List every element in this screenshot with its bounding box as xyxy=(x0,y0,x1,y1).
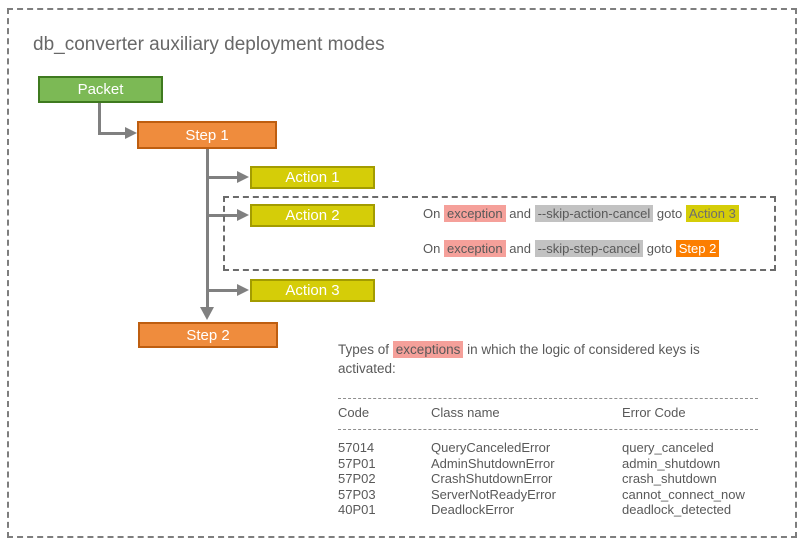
rule-skip-step-cancel: On exception and --skip-step-cancel goto… xyxy=(423,240,720,257)
node-packet-label: Packet xyxy=(77,81,124,98)
cell-code: 57P02 xyxy=(338,471,376,486)
exception-rules-group xyxy=(223,196,776,271)
table-row: 57014 QueryCanceledError query_canceled xyxy=(338,440,758,456)
node-action1: Action 1 xyxy=(250,166,375,189)
table-divider-bottom xyxy=(338,429,758,430)
connector-packet-vertical xyxy=(98,103,101,134)
table-row: 57P02 CrashShutdownError crash_shutdown xyxy=(338,471,758,487)
arrowhead-to-step1 xyxy=(125,127,137,139)
arrowhead-to-action3 xyxy=(237,284,249,296)
rule1-exception-highlight: exception xyxy=(443,205,506,222)
cell-class-name: ServerNotReadyError xyxy=(431,486,556,502)
node-step1-label: Step 1 xyxy=(185,126,229,144)
cell-class-name: DeadlockError xyxy=(431,502,515,517)
rule2-on: On xyxy=(423,241,441,256)
node-action3-label: Action 3 xyxy=(285,282,340,299)
rule1-target-highlight: Action 3 xyxy=(685,205,739,222)
connector-packet-horizontal xyxy=(98,132,126,135)
rule2-flag-highlight: --skip-step-cancel xyxy=(534,240,644,257)
rule1-and: and xyxy=(509,206,531,221)
diagram-title: db_converter auxiliary deployment modes xyxy=(33,34,385,55)
connector-branch-action3 xyxy=(206,289,238,292)
table-body: 57014 QueryCanceledError query_canceled … xyxy=(338,440,758,518)
note-suffix: in which the logic of considered keys is xyxy=(467,342,700,357)
table-header-row: Code Class name Error Code xyxy=(338,405,758,422)
rule-skip-action-cancel: On exception and --skip-action-cancel go… xyxy=(423,205,739,222)
node-action2: Action 2 xyxy=(250,204,375,227)
rule2-goto: goto xyxy=(646,241,673,256)
connector-branch-action1 xyxy=(206,176,238,179)
cell-class-name: CrashShutdownError xyxy=(431,471,553,486)
arrowhead-to-action2 xyxy=(237,209,249,221)
cell-code: 57P03 xyxy=(338,486,376,502)
connector-branch-action2 xyxy=(206,214,238,217)
table-header-error-code: Error Code xyxy=(622,405,686,420)
table-row: 57P03 ServerNotReadyError cannot_connect… xyxy=(338,487,758,503)
node-action1-label: Action 1 xyxy=(285,169,340,186)
cell-code: 57014 xyxy=(338,440,375,455)
rule2-target-highlight: Step 2 xyxy=(675,240,720,257)
note-line2: activated: xyxy=(338,361,396,376)
table-row: 57P01 AdminShutdownError admin_shutdown xyxy=(338,456,758,472)
node-step2: Step 2 xyxy=(138,322,278,348)
table-header-class-name: Class name xyxy=(431,405,500,420)
arrowhead-to-action1 xyxy=(237,171,249,183)
table-divider-top xyxy=(338,398,758,399)
cell-code: 57P01 xyxy=(338,455,376,471)
rule1-goto: goto xyxy=(656,206,683,221)
rule2-and: and xyxy=(509,241,531,256)
cell-code: 40P01 xyxy=(338,502,376,517)
table-row: 40P01 DeadlockError deadlock_detected xyxy=(338,502,758,518)
table-header-code: Code xyxy=(338,405,370,420)
exceptions-note: Types of exceptions in which the logic o… xyxy=(338,340,758,378)
cell-error-code: query_canceled xyxy=(622,440,714,455)
cell-error-code: cannot_connect_now xyxy=(622,486,745,502)
node-action2-label: Action 2 xyxy=(285,207,340,224)
arrowhead-to-step2 xyxy=(200,307,214,320)
note-exceptions-highlight: exceptions xyxy=(392,341,464,358)
rule1-flag-highlight: --skip-action-cancel xyxy=(534,205,654,222)
cell-class-name: QueryCanceledError xyxy=(431,440,551,455)
connector-step1-vertical xyxy=(206,149,209,308)
cell-error-code: crash_shutdown xyxy=(622,471,717,486)
node-packet: Packet xyxy=(38,76,163,103)
cell-error-code: admin_shutdown xyxy=(622,455,721,471)
cell-class-name: AdminShutdownError xyxy=(431,455,555,471)
node-action3: Action 3 xyxy=(250,279,375,302)
rule2-exception-highlight: exception xyxy=(443,240,506,257)
cell-error-code: deadlock_detected xyxy=(622,502,732,517)
rule1-on: On xyxy=(423,206,441,221)
node-step1: Step 1 xyxy=(137,121,277,149)
note-prefix: Types of xyxy=(338,342,390,357)
node-step2-label: Step 2 xyxy=(186,326,230,344)
